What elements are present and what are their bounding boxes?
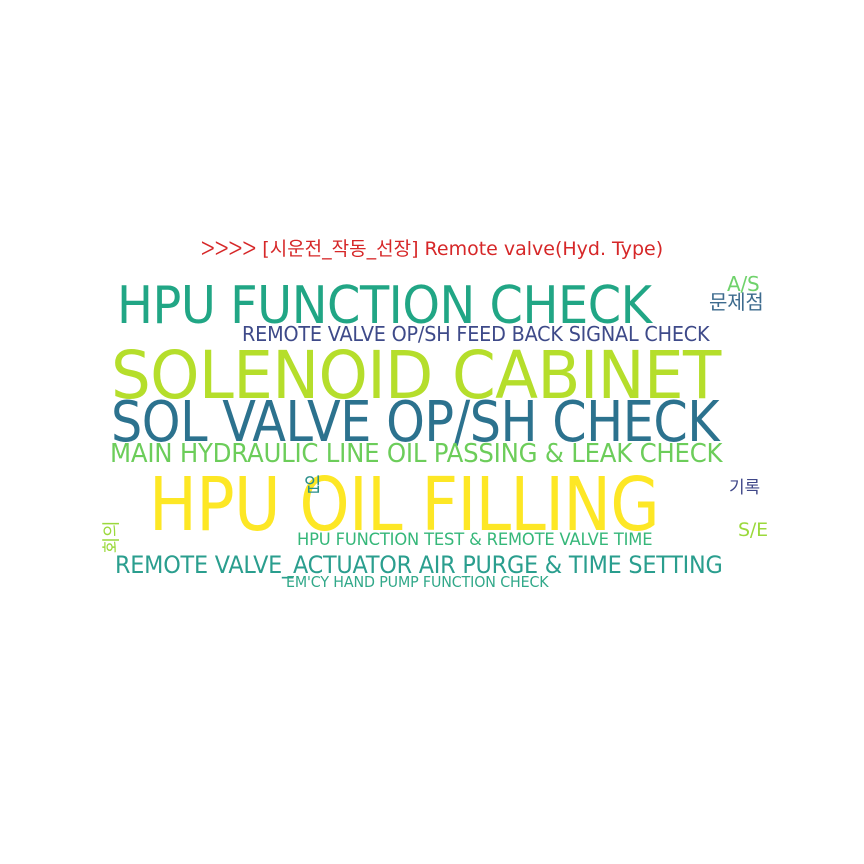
word-se: S/E bbox=[738, 519, 768, 541]
word-problem: 문제점 bbox=[709, 290, 764, 314]
word-as: A/S bbox=[727, 272, 760, 296]
word-input: 입 bbox=[304, 474, 322, 496]
word-hpu-function-test: HPU FUNCTION TEST & REMOTE VALVE TIME bbox=[297, 530, 653, 550]
word-emcy-hand-pump: EM'CY HAND PUMP FUNCTION CHECK bbox=[286, 573, 549, 591]
word-remote-valve-feedback: REMOTE VALVE OP/SH FEED BACK SIGNAL CHEC… bbox=[242, 322, 710, 346]
word-remote-valve-actuator: REMOTE VALVE_ACTUATOR AIR PURGE & TIME S… bbox=[115, 551, 723, 579]
word-sol-valve-check: SOL VALVE OP/SH CHECK bbox=[111, 390, 720, 455]
word-vertical: 회의 bbox=[101, 520, 123, 554]
word-hpu-function-check: HPU FUNCTION CHECK bbox=[117, 276, 652, 336]
word-solenoid-cabinet: SOLENOID CABINET bbox=[111, 337, 721, 414]
word-record: 기록 bbox=[729, 478, 760, 498]
word-main-hydraulic: MAIN HYDRAULIC LINE OIL PASSING & LEAK C… bbox=[110, 439, 723, 469]
page-title: ᐳᐳᐳᐳ [시운전_작동_선장] Remote valve(Hyd. Type) bbox=[200, 238, 664, 260]
word-hpu-oil-filling: HPU OIL FILLING bbox=[149, 462, 660, 548]
